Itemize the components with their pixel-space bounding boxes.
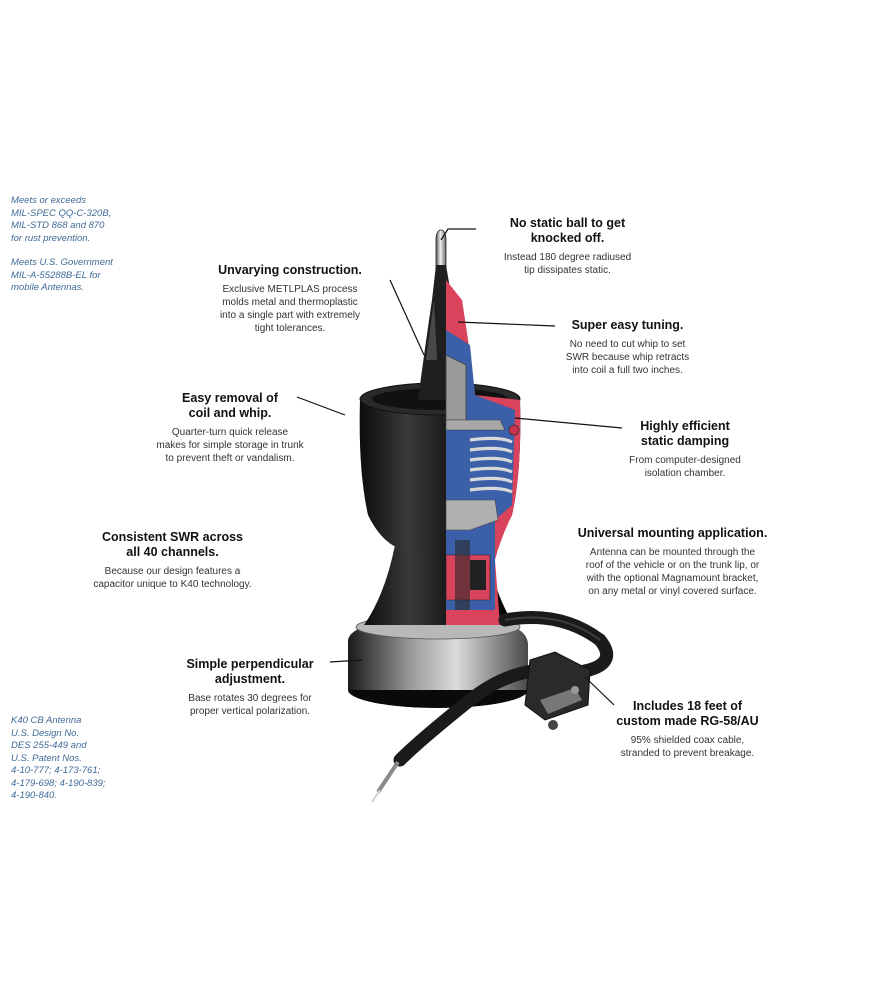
- tuning-coil: [469, 436, 513, 494]
- leader-lines: [296, 228, 623, 706]
- callout-title: Easy removal of coil and whip.: [182, 391, 278, 420]
- spec-line: MIL-SPEC QQ-C-320B,: [11, 207, 112, 219]
- callout-body: Base rotates 30 degrees for proper verti…: [188, 693, 312, 717]
- callout-coax: Includes 18 feet of custom made RG-58/AU…: [580, 699, 795, 760]
- spec-note: Meets or exceeds MIL-SPEC QQ-C-320B, MIL…: [11, 195, 161, 295]
- spec-line: MIL-A-55288B-EL for: [11, 269, 101, 281]
- patent-line: K40 CB Antenna: [11, 715, 82, 726]
- leader-line: [514, 417, 623, 429]
- callout-title: Highly efficient static damping: [640, 419, 730, 448]
- patent-line: U.S. Design No.: [11, 727, 80, 739]
- mount-base: [348, 614, 528, 708]
- spec-line: Meets U.S. Government: [11, 257, 113, 268]
- callout-mounting: Universal mounting application. Antenna …: [540, 526, 805, 598]
- callout-title: Simple perpendicular adjustment.: [186, 657, 314, 686]
- callout-damping: Highly efficient static damping From com…: [580, 419, 790, 480]
- spec-line: for rust prevention.: [11, 232, 91, 244]
- leader-line: [389, 279, 425, 356]
- patent-line: 4-190-840.: [11, 790, 57, 801]
- callout-title: Unvarying construction.: [218, 263, 362, 277]
- callout-construction: Unvarying construction. Exclusive METLPL…: [180, 263, 400, 335]
- spec-line: MIL-STD 868 and 870: [11, 220, 105, 231]
- leader-line: [584, 676, 615, 706]
- leader-line: [440, 228, 476, 241]
- callout-static-ball: No static ball to get knocked off. Inste…: [455, 216, 680, 277]
- callout-title: Includes 18 feet of custom made RG-58/AU: [616, 699, 759, 728]
- callout-title: No static ball to get knocked off.: [509, 216, 626, 245]
- callout-title: Super easy tuning.: [571, 318, 684, 332]
- patent-note: K40 CB Antenna U.S. Design No. DES 255-4…: [11, 715, 161, 803]
- callout-body: No need to cut whip to set SWR because w…: [565, 339, 690, 376]
- patent-line: 4-10-777; 4-173-761;: [11, 765, 101, 776]
- callout-adjustment: Simple perpendicular adjustment. Base ro…: [145, 657, 355, 718]
- patent-line: DES 255-449 and: [11, 740, 87, 751]
- callout-tuning: Super easy tuning. No need to cut whip t…: [515, 318, 740, 377]
- callout-body: Antenna can be mounted through the roof …: [585, 547, 760, 597]
- patent-line: U.S. Patent Nos.: [11, 752, 82, 764]
- mount-bracket: [524, 651, 591, 730]
- callout-removal: Easy removal of coil and whip. Quarter-t…: [130, 391, 330, 465]
- leader-line: [457, 321, 556, 327]
- spec-line: Meets or exceeds: [11, 195, 86, 206]
- callout-body: Exclusive METLPLAS process molds metal a…: [219, 284, 361, 334]
- callout-body: Quarter-turn quick release makes for sim…: [156, 427, 304, 464]
- callout-body: Instead 180 degree radiused tip dissipat…: [503, 252, 632, 276]
- callout-swr: Consistent SWR across all 40 channels. B…: [60, 530, 285, 591]
- leader-line: [329, 659, 363, 663]
- cutaway-section: [445, 280, 521, 625]
- spec-line: mobile Antennas.: [11, 282, 85, 293]
- callout-title: Universal mounting application.: [577, 526, 768, 540]
- patent-line: 4-179-698; 4-190-839;: [11, 777, 106, 789]
- callout-body: From computer-designed isolation chamber…: [629, 455, 741, 479]
- callout-body: 95% shielded coax cable, stranded to pre…: [620, 735, 755, 759]
- callout-body: Because our design features a capacitor …: [93, 566, 252, 590]
- callout-title: Consistent SWR across all 40 channels.: [101, 530, 243, 559]
- leader-line: [296, 396, 346, 416]
